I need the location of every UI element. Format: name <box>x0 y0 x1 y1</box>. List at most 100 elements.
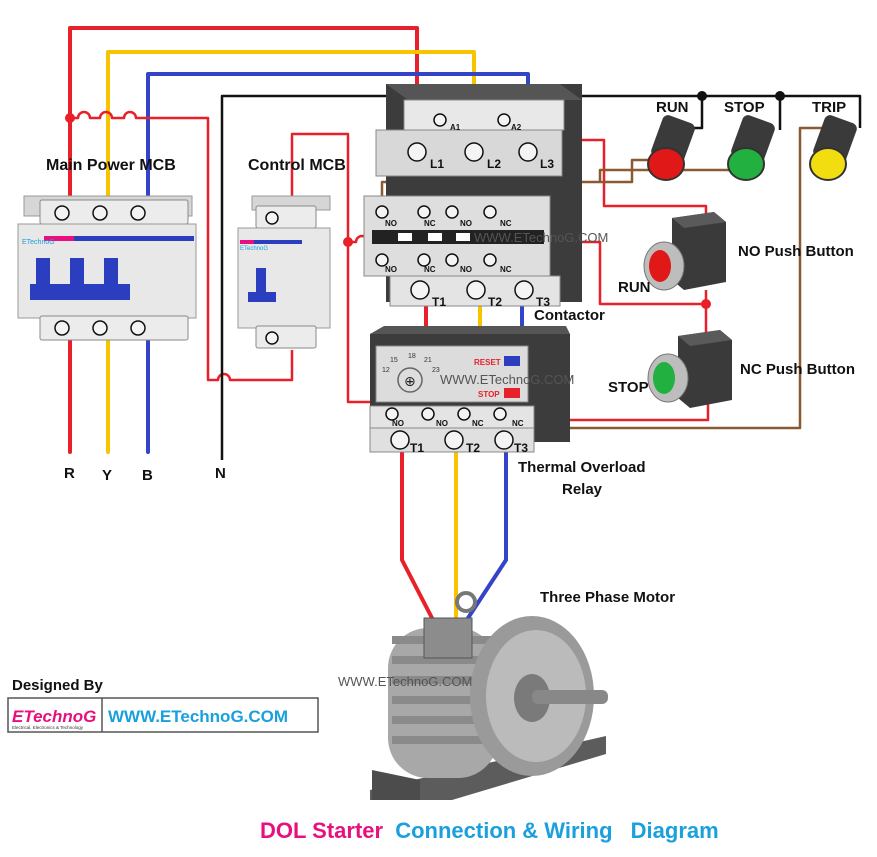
overload-stop-label: STOP <box>478 390 500 399</box>
screw-icon <box>130 205 146 221</box>
screw-icon <box>457 407 471 421</box>
screw-icon <box>54 205 70 221</box>
screw-icon <box>375 205 389 219</box>
stop-lamp-label: STOP <box>724 99 765 116</box>
screw-icon <box>265 331 279 345</box>
screw-icon <box>92 205 108 221</box>
contactor <box>363 84 582 307</box>
red-motor-wire <box>400 438 434 620</box>
screw-icon <box>497 113 511 127</box>
credit-logo: ETechnoG <box>12 707 96 726</box>
dial-tick: 23 <box>432 367 440 374</box>
screw-icon <box>265 211 279 225</box>
trip-lamp-label: TRIP <box>812 99 846 116</box>
terminal-a1-label: A1 <box>450 123 461 132</box>
screw-icon <box>464 142 484 162</box>
no-push-button-label: NO Push Button <box>738 243 854 260</box>
overload-label-line1: Thermal Overload <box>518 459 646 476</box>
overload-nc-label: NC <box>512 419 524 428</box>
screw-icon <box>385 407 399 421</box>
phase-b-label: B <box>142 467 153 484</box>
stop-lamp <box>727 115 775 181</box>
dial-tick: 18 <box>408 353 416 360</box>
phase-y-label: Y <box>102 467 112 484</box>
designed-by-label: Designed By <box>12 677 104 694</box>
phase-r-label: R <box>64 465 75 482</box>
terminal-t2-label: T2 <box>488 295 502 309</box>
credit-website[interactable]: WWW.ETechnoG.COM <box>108 707 288 726</box>
blue-motor-wire <box>466 438 508 620</box>
run-lamp-label: RUN <box>656 99 689 116</box>
overload-label-line2: Relay <box>562 481 603 498</box>
terminal-t1-label: T1 <box>432 295 446 309</box>
terminal-t3-label: T3 <box>536 295 550 309</box>
screw-icon <box>407 142 427 162</box>
screw-icon <box>493 407 507 421</box>
watermark: WWW.ETechnoG.COM <box>440 372 574 387</box>
screw-icon <box>375 253 389 267</box>
control-mcb-label: Control MCB <box>248 157 346 174</box>
nc-push-button-label: NC Push Button <box>740 361 855 378</box>
watermark: WWW.ETechnoG.COM <box>474 230 608 245</box>
screw-icon <box>444 430 464 450</box>
screw-icon <box>390 430 410 450</box>
screw-icon <box>92 320 108 336</box>
terminal-a2-label: A2 <box>511 123 522 132</box>
run-lamp-wire <box>380 158 660 205</box>
terminal-l1-label: L1 <box>430 157 444 171</box>
screw-icon <box>466 280 486 300</box>
reset-label: RESET <box>474 358 501 367</box>
stop-button-label: STOP <box>608 379 649 396</box>
main-power-mcb: ETechnoG <box>17 195 197 341</box>
credit-tagline: Electrical, Electronics & Technology <box>12 725 84 730</box>
title-part3: Diagram <box>631 818 719 843</box>
screw-icon <box>417 205 431 219</box>
dial-tick: 21 <box>424 357 432 364</box>
junction-dot <box>697 91 707 101</box>
terminal-l3-label: L3 <box>540 157 554 171</box>
screw-icon <box>514 280 534 300</box>
screw-icon <box>483 253 497 267</box>
overload-no-label: NO <box>436 419 448 428</box>
control-mcb: ETechnoG <box>237 195 331 349</box>
aux-nc-label: NC <box>424 265 436 274</box>
screw-icon <box>518 142 538 162</box>
dial-tick: 15 <box>390 357 398 364</box>
aux-no-label: NO <box>460 265 472 274</box>
screw-icon <box>494 430 514 450</box>
aux-no-label: NO <box>385 219 397 228</box>
overload-t1-label: T1 <box>410 441 424 455</box>
screw-icon <box>421 407 435 421</box>
junction-dot <box>343 237 353 247</box>
screw-icon <box>483 205 497 219</box>
junction-dot <box>775 91 785 101</box>
title-part1: DOL Starter <box>260 818 384 843</box>
no-push-button[interactable] <box>643 212 726 291</box>
watermark: WWW.ETechnoG.COM <box>338 674 472 689</box>
main-mcb-label: Main Power MCB <box>46 157 176 174</box>
screw-icon <box>433 113 447 127</box>
run-button-label: RUN <box>618 279 651 296</box>
screw-icon <box>445 253 459 267</box>
aux-no-label: NO <box>385 265 397 274</box>
thermal-overload-relay: ⊕ <box>369 326 570 453</box>
page-title: DOL Starter Connection & Wiring Diagram <box>260 818 719 843</box>
screw-icon <box>130 320 146 336</box>
stop-lamp-wire <box>598 168 738 182</box>
title-part2: Connection & Wiring <box>395 818 612 843</box>
dial-plus-icon: ⊕ <box>404 373 416 389</box>
three-phase-motor <box>370 591 608 800</box>
screw-icon <box>445 205 459 219</box>
overload-no-label: NO <box>392 419 404 428</box>
dial-tick: 12 <box>382 367 390 374</box>
terminal-l2-label: L2 <box>487 157 501 171</box>
neutral-trip-lamp-wire <box>780 94 862 128</box>
aux-no-label: NO <box>460 219 472 228</box>
overload-t2-label: T2 <box>466 441 480 455</box>
overload-t3-label: T3 <box>514 441 528 455</box>
run-lamp <box>647 115 695 181</box>
screw-icon <box>54 320 70 336</box>
nc-push-button[interactable] <box>647 330 732 408</box>
overload-nc-label: NC <box>472 419 484 428</box>
